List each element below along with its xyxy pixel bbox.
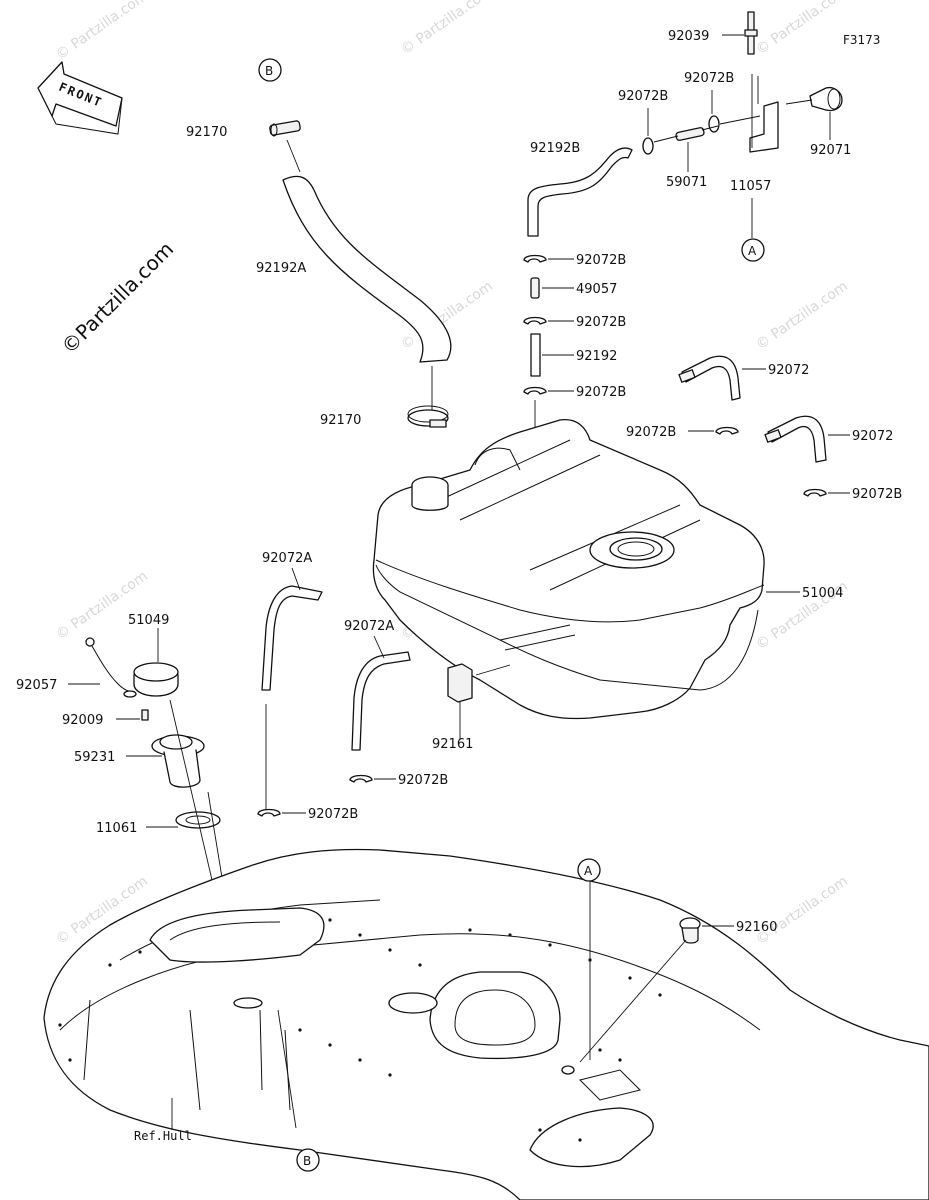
part-label-92072B: 92072B xyxy=(618,89,668,104)
svg-text:B: B xyxy=(303,1154,311,1168)
part-label-59231: 59231 xyxy=(74,750,115,765)
part-label-11061: 11061 xyxy=(96,821,137,836)
part-label-92072A: 92072A xyxy=(344,619,394,634)
part-label-92192B: 92192B xyxy=(530,141,580,156)
part-label-51004: 51004 xyxy=(802,586,843,601)
hose-clamp-92170-top xyxy=(269,120,301,137)
callout-b-top: B xyxy=(258,58,282,82)
hose-clip-92072B-7 xyxy=(257,808,306,817)
ref-hull-label: Ref.Hull xyxy=(134,1129,192,1143)
svg-text:A: A xyxy=(748,244,757,258)
gasket-11061 xyxy=(146,811,221,829)
hose-clamp-92170-mid xyxy=(407,405,449,428)
part-label-92072A: 92072A xyxy=(262,551,312,566)
front-arrow-icon: FRONT xyxy=(37,61,123,135)
hose-clip-92072B-1 xyxy=(523,254,574,263)
bracket-11057 xyxy=(749,74,779,238)
part-label-92009: 92009 xyxy=(62,713,103,728)
part-label-92170: 92170 xyxy=(320,413,361,428)
figure-code: F3173 xyxy=(843,33,880,47)
drain-plug-92160 xyxy=(561,917,734,1075)
part-label-92057: 92057 xyxy=(16,678,57,693)
part-label-92072B: 92072B xyxy=(684,71,734,86)
bolt-92039 xyxy=(744,11,758,55)
svg-text:A: A xyxy=(584,864,593,878)
svg-text:B: B xyxy=(265,64,273,78)
part-label-92039: 92039 xyxy=(668,29,709,44)
part-label-92160: 92160 xyxy=(736,920,777,935)
part-label-92072B: 92072B xyxy=(576,385,626,400)
hose-clip-92072B-top-left xyxy=(642,108,654,155)
callout-a-top: A xyxy=(741,238,765,262)
callout-b-bottom: B xyxy=(296,1148,320,1172)
part-label-92161: 92161 xyxy=(432,737,473,752)
pad-92161 xyxy=(447,663,511,740)
filler-neck-59231 xyxy=(126,734,205,788)
part-label-92170: 92170 xyxy=(186,125,227,140)
strap-92072A-1 xyxy=(261,567,323,810)
part-labels: 92039 92072B 92072B 92071 59071 11057 92… xyxy=(16,29,902,1143)
watermark: © Partzilla.com xyxy=(53,0,151,63)
hose-clip-92072B-6 xyxy=(349,774,396,783)
hull-rivets xyxy=(58,918,662,1142)
part-label-11057: 11057 xyxy=(730,179,771,194)
watermark: © Partzilla.com xyxy=(398,0,496,58)
hose-clip-92072B-5 xyxy=(803,488,850,497)
hull-ref xyxy=(43,848,929,1200)
check-valve-59071 xyxy=(675,127,705,172)
part-label-92072: 92072 xyxy=(852,429,893,444)
part-label-92072B: 92072B xyxy=(398,773,448,788)
watermark: © Partzilla.com xyxy=(753,873,851,948)
part-label-92192A: 92192A xyxy=(256,261,306,276)
part-label-92072B: 92072B xyxy=(576,253,626,268)
watermarks: © Partzilla.com © Partzilla.com © Partzi… xyxy=(53,0,851,948)
watermark: © Partzilla.com xyxy=(53,568,151,643)
filler-cap-51049 xyxy=(133,628,179,697)
watermark: © Partzilla.com xyxy=(753,278,851,353)
tether-92057 xyxy=(68,637,137,698)
screw-92009 xyxy=(116,709,149,721)
part-label-92072: 92072 xyxy=(768,363,809,378)
part-label-92072B: 92072B xyxy=(852,487,902,502)
part-label-92071: 92071 xyxy=(810,143,851,158)
part-label-92072B: 92072B xyxy=(308,807,358,822)
strap-92072A-2 xyxy=(351,635,411,751)
part-label-92072B: 92072B xyxy=(576,315,626,330)
fitting-49057 xyxy=(530,277,574,299)
part-label-92072B: 92072B xyxy=(626,425,676,440)
fuel-tank-51004 xyxy=(372,419,800,720)
hose-clip-92072B-2 xyxy=(523,316,574,325)
hose-92192 xyxy=(530,333,574,377)
part-label-51049: 51049 xyxy=(128,613,169,628)
vent-cap-92071 xyxy=(785,86,843,140)
part-label-59071: 59071 xyxy=(666,175,707,190)
filler-hose-92192A xyxy=(282,139,452,410)
breather-hose-92192B xyxy=(527,147,633,237)
part-label-92192: 92192 xyxy=(576,349,617,364)
partzilla-watermark: ©Partzilla.com xyxy=(57,237,179,359)
watermark: © Partzilla.com xyxy=(753,0,851,58)
strap-92072-2 xyxy=(764,415,850,463)
strap-92072-1 xyxy=(678,355,766,401)
part-label-49057: 49057 xyxy=(576,282,617,297)
hose-clip-92072B-4 xyxy=(688,426,739,435)
callout-a-bottom: A xyxy=(577,858,601,882)
